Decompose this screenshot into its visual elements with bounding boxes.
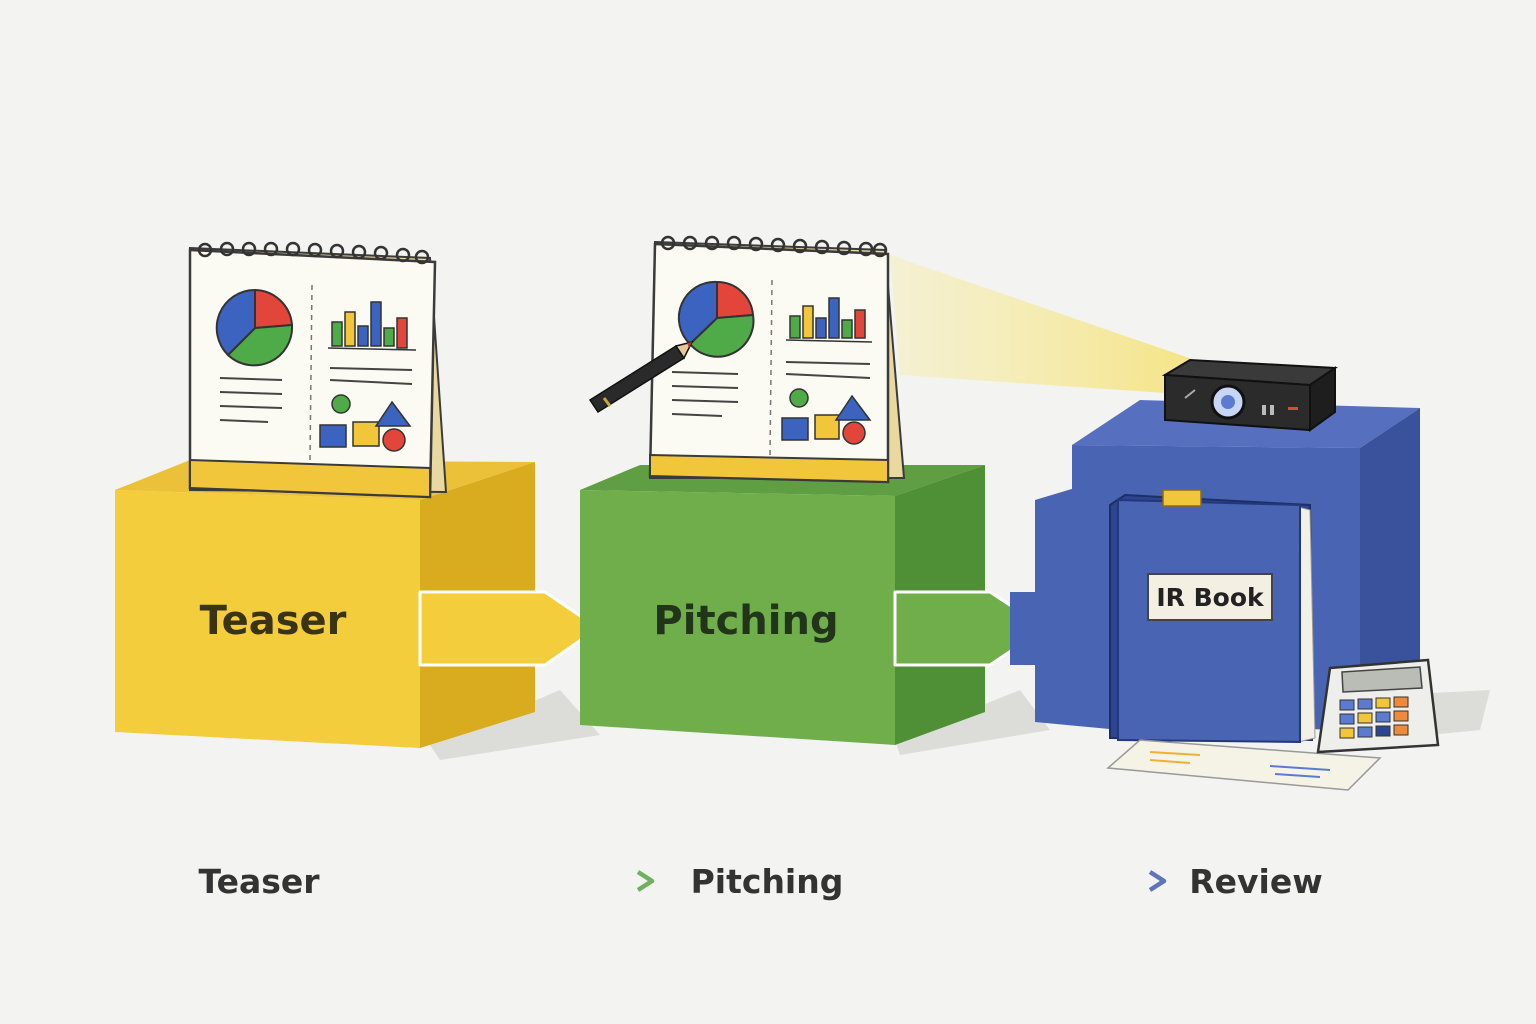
timeline-step-review: Review xyxy=(1189,862,1322,901)
pitching-block-label: Pitching xyxy=(653,598,838,644)
book-icon: IR Book xyxy=(1109,489,1316,744)
projector-beam xyxy=(890,255,1195,395)
pitching-block: Pitching xyxy=(580,465,1047,745)
bar-chart-icon xyxy=(785,297,873,343)
timeline: Teaser Pitching Review xyxy=(198,862,1322,901)
pitching-block-front xyxy=(580,490,895,745)
pie-chart-icon xyxy=(677,280,755,358)
pitching-calendar xyxy=(648,235,906,484)
projector-icon xyxy=(1161,358,1339,432)
teaser-arrow xyxy=(418,590,600,667)
calculator-icon xyxy=(1316,658,1440,754)
timeline-step-teaser: Teaser xyxy=(198,862,320,901)
teaser-block-front xyxy=(115,490,420,748)
ir-book-label: IR Book xyxy=(1156,583,1265,612)
pie-chart-icon xyxy=(215,288,294,367)
pencil-icon xyxy=(588,340,694,414)
teaser-block: Teaser xyxy=(115,460,600,748)
timeline-step-pitching: Pitching xyxy=(691,862,844,901)
document-icon xyxy=(1106,739,1382,791)
teaser-block-label: Teaser xyxy=(200,598,347,644)
bar-chart-icon xyxy=(327,301,417,351)
arrow-right-icon xyxy=(878,870,1167,892)
arrow-right-icon xyxy=(352,870,655,892)
teaser-calendar xyxy=(188,241,448,499)
